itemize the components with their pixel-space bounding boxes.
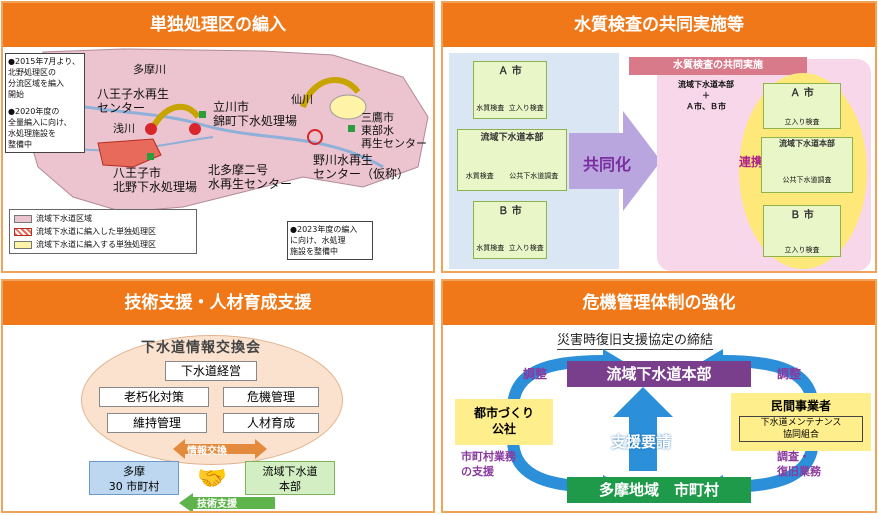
- hachioji-center-marker: [145, 123, 157, 135]
- label-senkawa: 仙川: [291, 93, 313, 106]
- coordination-right: 調整: [777, 367, 802, 381]
- agreement-subtitle: 災害時復旧支援協定の締結: [557, 329, 714, 350]
- panel-title: 水質検査の共同実施等: [443, 3, 875, 47]
- integrated-area-hatch: [97, 138, 162, 168]
- topic-maintenance: 維持管理: [107, 413, 207, 433]
- label-asakawa: 浅川: [113, 122, 135, 135]
- label-hachioji-kitano: 八王子市 北野下水処理場: [113, 166, 198, 194]
- legend-swatch-basin: [14, 214, 32, 223]
- nogawa-marker: [307, 129, 323, 145]
- label-kitatama2: 北多摩二号 水再生センター: [208, 163, 293, 191]
- panel-title: 単独処理区の編入: [3, 3, 433, 47]
- panel-water-quality: 水質検査の共同実施等 Ａ 市 水質検査 立入り検査 流域下水道本部 水質検査 公…: [441, 1, 877, 273]
- handshake-icon: 🤝: [197, 464, 227, 492]
- oval-title: 下水道情報交換会: [141, 340, 261, 356]
- label-tachikawa: 立川市 錦町下水処理場: [213, 100, 298, 128]
- shared-members: 流域下水道本部 ＋ Ａ市、Ｂ市: [678, 80, 734, 111]
- label-tamagawa: 多摩川: [133, 63, 166, 76]
- label-nogawa: 野川水再生 センター（仮称）: [313, 153, 410, 181]
- urban-dev-box: 都市づくり 公社: [455, 399, 553, 445]
- info-exchange-arrow: [173, 439, 267, 459]
- municipal-support-label: 市町村業務 の支援: [461, 450, 516, 478]
- city-a-box-after: Ａ 市 立入り検査: [763, 83, 841, 129]
- map-legend: 流域下水道区域 流域下水道に編入した単独処理区 流域下水道に編入する単独処理区: [9, 209, 197, 254]
- topic-hr: 人材育成: [223, 413, 319, 433]
- topic-crisis: 危機管理: [223, 387, 319, 407]
- legend-swatch-integrated: [14, 227, 32, 236]
- to-integrate-area: [329, 94, 367, 120]
- panel-tech-support: 技術支援・人材育成支援 下水道情報交換会 下水道経営 老朽化対策 危機管理 維持…: [1, 279, 435, 513]
- tech-support-arrow: [179, 493, 275, 511]
- support-request-arrow: [613, 387, 673, 471]
- legend-swatch-to-integrate: [14, 240, 32, 249]
- city-b-box-after: Ｂ 市 立入り検査: [763, 205, 841, 257]
- note-left: ●2015年7月より、 北野処理区の 分流区域を編入 開始 ●2020年度の 全…: [5, 53, 85, 153]
- panel-title: 技術支援・人材育成支援: [3, 281, 433, 325]
- label-hachioji-center: 八王子水再生 センター: [97, 87, 170, 115]
- hq-box: 流域下水道本部: [567, 361, 751, 387]
- hq-box-after: 流域下水道本部 公共下水道調査: [761, 137, 853, 193]
- info-exchange-label: 情報交換: [187, 446, 227, 457]
- city-a-box-before: Ａ 市 水質検査 立入り検査: [473, 61, 547, 119]
- renkei-label: 連携: [739, 155, 764, 169]
- panel-title: 危機管理体制の強化: [443, 281, 875, 325]
- tama-municipalities-box: 多摩 30 市町村: [89, 461, 179, 495]
- recovery-work-label: 調査・ 復旧業務: [777, 450, 821, 478]
- tech-support-label: 技術支援: [197, 499, 237, 510]
- kyodoka-arrow: [569, 111, 661, 211]
- city-b-box-before: Ｂ 市 水質検査 立入り検査: [473, 201, 547, 259]
- label-mitaka: 三鷹市 東部水 再生センター: [361, 111, 427, 150]
- shared-header: 水質検査の共同実施: [629, 57, 807, 75]
- support-request-label: 支援要請: [611, 433, 672, 451]
- topic-aging: 老朽化対策: [99, 387, 209, 407]
- coordination-left: 調整: [523, 367, 548, 381]
- topic-management: 下水道経営: [165, 361, 257, 381]
- panel-sewer-integration: 単独処理区の編入 ●2015年7月より、 北野処理区の 分流区域を編入 開始 ●…: [1, 1, 435, 273]
- panel-crisis-management: 危機管理体制の強化 災害時復旧支援協定の締結 支援要請 流域下水道本部 多摩地域…: [441, 279, 877, 513]
- kyodoka-label: 共同化: [583, 155, 632, 174]
- kitatama-marker: [189, 123, 201, 135]
- hq-box-before: 流域下水道本部 水質検査 公共下水道調査: [457, 129, 567, 191]
- municipalities-box: 多摩地域 市町村: [567, 477, 751, 503]
- note-right: ●2023年度の編入 に向け、水処理 施設を整備中: [287, 221, 373, 260]
- basin-hq-box: 流域下水道 本部: [245, 461, 335, 495]
- private-contractor-box: 民間事業者 下水道メンテナンス 協同組合: [731, 393, 871, 451]
